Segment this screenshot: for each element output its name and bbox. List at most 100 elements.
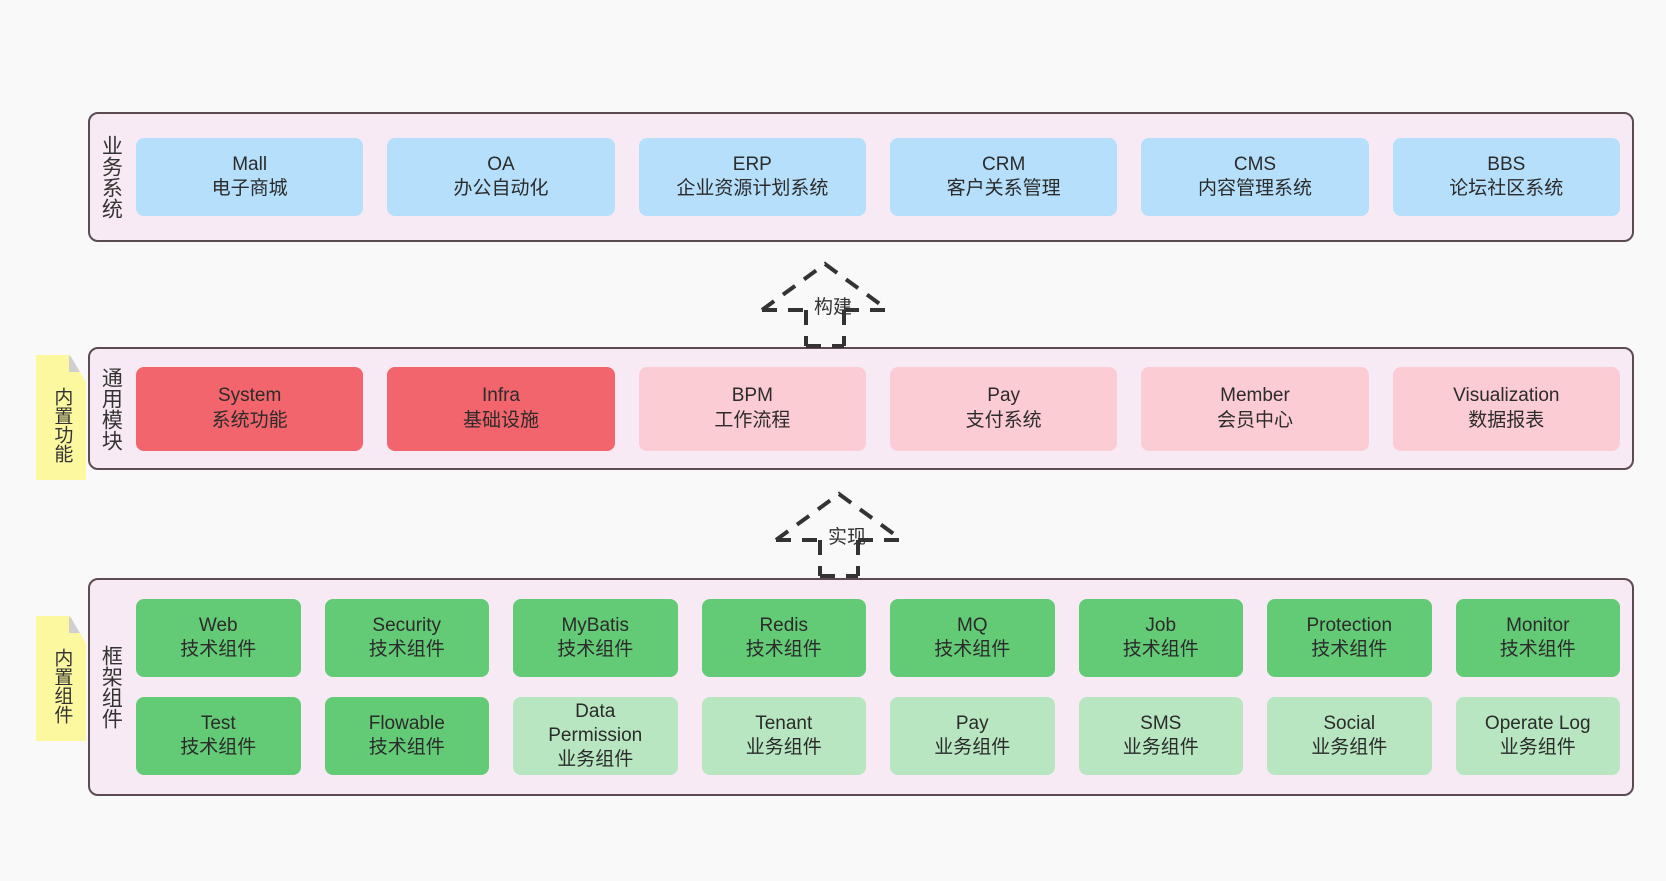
note-builtin-components: 内置组件 [36,616,86,741]
card-desc: 业务组件 [1122,737,1199,758]
component-card-pay[interactable]: Pay 业务组件 [890,697,1055,775]
module-card-pay[interactable]: Pay 支付系统 [889,366,1118,451]
card-name: Test [200,712,236,734]
card-desc: 技术组件 [180,639,257,660]
card-desc: 技术组件 [368,639,445,660]
card-name: BPM [731,385,773,407]
component-card-protection[interactable]: Protection 技术组件 [1267,599,1432,677]
connector-implement-label: 实现 [828,527,867,548]
card-desc: 客户关系管理 [946,178,1061,199]
note-fold-corner-icon [69,616,86,633]
card-name: Job [1145,614,1177,636]
business-card-crm[interactable]: CRM 客户关系管理 [889,138,1118,216]
component-card-mq[interactable]: MQ 技术组件 [890,599,1055,677]
card-desc: 技术组件 [934,639,1011,660]
card-name: SMS [1140,712,1182,734]
card-desc: 技术组件 [1122,639,1199,660]
layer-title-business-system: 业务系统 [99,135,123,219]
card-desc: 业务组件 [1499,737,1576,758]
note-builtin-features: 内置功能 [36,355,86,480]
card-desc: 业务组件 [1311,737,1388,758]
card-desc: 论坛社区系统 [1449,178,1564,199]
component-card-tenant[interactable]: Tenant 业务组件 [701,697,866,775]
card-desc: 内容管理系统 [1197,178,1312,199]
framework-row-business: Test 技术组件 Flowable 技术组件 Data Permission … [136,697,1620,775]
card-name: System [217,385,282,407]
card-desc: 基础设施 [462,409,539,431]
component-card-social[interactable]: Social 业务组件 [1267,697,1432,775]
layer-title-framework-component: 框架组件 [99,645,123,729]
card-desc: 技术组件 [368,737,445,758]
layer-framework-component: 框架组件 Web 技术组件 Security 技术组件 MyBatis 技术组件… [88,578,1634,796]
card-name: Flowable [368,712,445,734]
component-card-sms[interactable]: SMS 业务组件 [1078,697,1243,775]
business-card-cms[interactable]: CMS 内容管理系统 [1141,138,1369,216]
connector-build-arrow [760,261,890,348]
card-name: CRM [982,153,1026,175]
business-card-bbs[interactable]: BBS 论坛社区系统 [1392,138,1620,216]
component-card-security[interactable]: Security 技术组件 [324,599,489,677]
card-name: Mall [232,153,268,175]
card-name: Pay [987,385,1021,407]
note-label: 内置组件 [51,647,73,724]
module-card-bpm[interactable]: BPM 工作流程 [638,366,866,451]
business-card-oa[interactable]: OA 办公自动化 [387,138,615,216]
card-desc: 办公自动化 [453,178,549,199]
card-desc: 工作流程 [714,409,791,431]
card-name: Monitor [1506,614,1570,636]
common-module-row: System 系统功能 Infra 基础设施 BPM 工作流程 Pay 支付系统… [136,366,1620,451]
card-name: Data Permission [548,700,643,746]
card-name: Infra [481,385,520,407]
module-card-member[interactable]: Member 会员中心 [1141,366,1369,451]
card-desc: 电子商城 [211,178,288,199]
note-label: 内置功能 [51,386,73,463]
card-desc: 会员中心 [1216,409,1293,431]
note-fold-corner-icon [69,355,86,372]
card-name: Redis [759,614,809,636]
card-desc: 企业资源计划系统 [676,178,829,199]
component-card-operate-log[interactable]: Operate Log 业务组件 [1455,697,1620,775]
module-card-visualization[interactable]: Visualization 数据报表 [1392,366,1620,451]
layer-common-module: 通用模块 System 系统功能 Infra 基础设施 BPM 工作流程 Pay… [88,347,1634,470]
connector-implement-arrow [774,491,904,578]
card-name: Pay [955,712,989,734]
card-name: Protection [1306,614,1393,636]
component-card-mybatis[interactable]: MyBatis 技术组件 [513,599,678,677]
component-card-redis[interactable]: Redis 技术组件 [701,599,866,677]
layer-business-system: 业务系统 Mall 电子商城 OA 办公自动化 ERP 企业资源计划系统 CRM… [88,112,1634,242]
layer-body-framework-component: Web 技术组件 Security 技术组件 MyBatis 技术组件 Redi… [130,580,1632,794]
card-desc: 支付系统 [965,409,1042,431]
card-name: CMS [1233,153,1277,175]
component-card-test[interactable]: Test 技术组件 [136,697,301,775]
component-card-web[interactable]: Web 技术组件 [136,599,301,677]
layer-body-business-system: Mall 电子商城 OA 办公自动化 ERP 企业资源计划系统 CRM 客户关系… [130,114,1632,240]
card-name: MyBatis [561,614,630,636]
card-name: ERP [732,153,772,175]
module-card-system[interactable]: System 系统功能 [136,366,364,451]
card-name: Social [1323,712,1376,734]
layer-title-common-module: 通用模块 [99,366,123,451]
business-card-erp[interactable]: ERP 企业资源计划系统 [638,138,866,216]
component-card-data-permission[interactable]: Data Permission 业务组件 [513,697,678,775]
connector-build-label: 构建 [814,297,853,318]
card-name: Member [1220,385,1290,407]
component-card-job[interactable]: Job 技术组件 [1078,599,1243,677]
card-desc: 数据报表 [1468,409,1545,431]
business-card-mall[interactable]: Mall 电子商城 [136,138,364,216]
card-desc: 业务组件 [934,737,1011,758]
card-name: BBS [1487,153,1526,175]
card-desc: 技术组件 [1311,639,1388,660]
card-name: Tenant [755,712,813,734]
card-desc: 技术组件 [745,639,822,660]
module-card-infra[interactable]: Infra 基础设施 [387,366,615,451]
card-desc: 系统功能 [211,409,288,431]
business-card-row: Mall 电子商城 OA 办公自动化 ERP 企业资源计划系统 CRM 客户关系… [136,138,1620,216]
component-card-flowable[interactable]: Flowable 技术组件 [324,697,489,775]
card-desc: 技术组件 [557,639,634,660]
card-name: Web [198,614,238,636]
framework-row-technical: Web 技术组件 Security 技术组件 MyBatis 技术组件 Redi… [136,599,1620,677]
component-card-monitor[interactable]: Monitor 技术组件 [1455,599,1620,677]
layer-body-common-module: System 系统功能 Infra 基础设施 BPM 工作流程 Pay 支付系统… [130,349,1632,468]
card-desc: 业务组件 [745,737,822,758]
card-name: MQ [956,614,988,636]
